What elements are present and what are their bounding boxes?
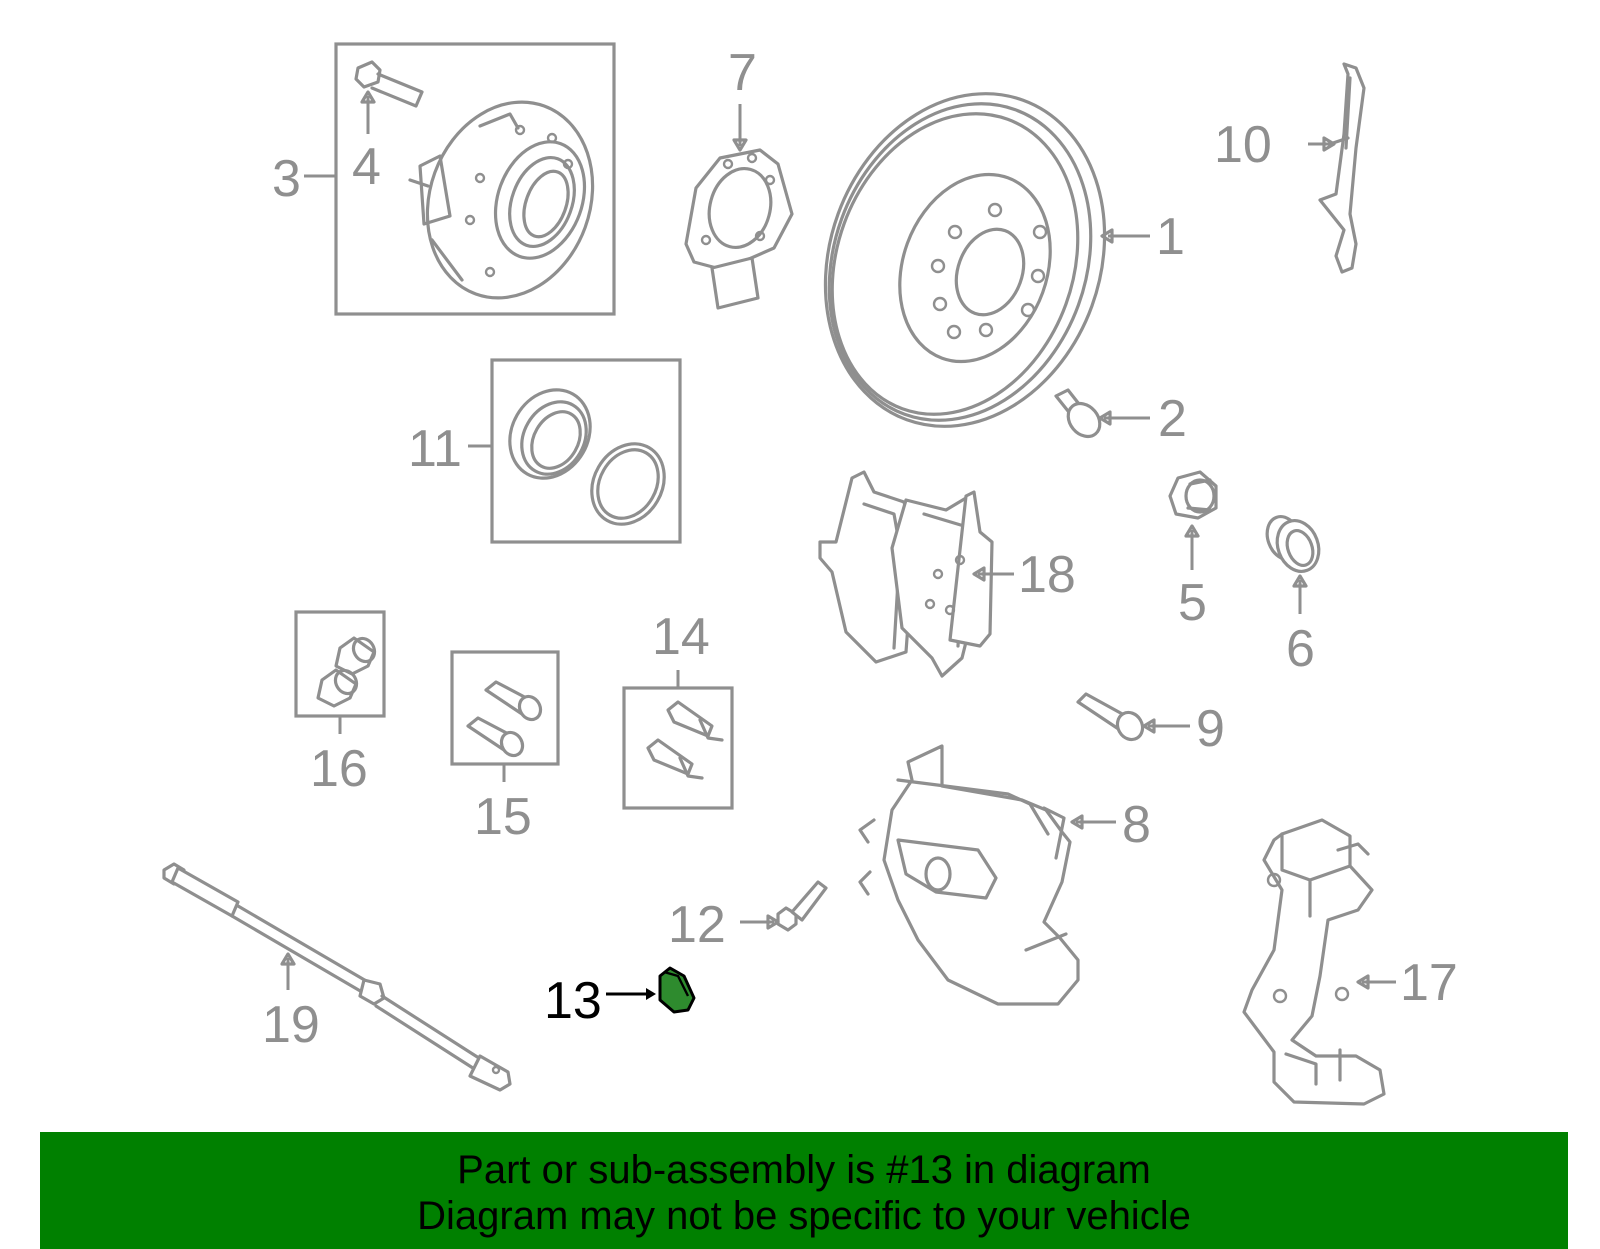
callout-3: 3 <box>272 150 301 208</box>
part-5-nut[interactable] <box>1168 470 1218 570</box>
callout-6: 6 <box>1286 620 1315 678</box>
part-1-brake-rotor[interactable] <box>780 54 1150 466</box>
callout-12: 12 <box>668 896 726 954</box>
callout-18: 18 <box>1018 546 1076 604</box>
callout-8: 8 <box>1122 796 1151 854</box>
part-19-wheel-speed-sensor[interactable] <box>162 862 512 1092</box>
callout-10: 10 <box>1214 116 1272 174</box>
banner-part-line: Part or sub-assembly is #13 in diagram <box>457 1148 1151 1192</box>
part-11-seal-kit[interactable] <box>468 358 682 544</box>
part-14-guide-pins[interactable] <box>622 670 734 810</box>
part-17-caliper-bracket[interactable] <box>1242 818 1396 1106</box>
callout-15: 15 <box>474 788 532 846</box>
callout-16: 16 <box>310 740 368 798</box>
callout-5: 5 <box>1178 574 1207 632</box>
part-9-caliper-bolt[interactable] <box>1076 692 1190 744</box>
callout-13: 13 <box>544 972 602 1030</box>
part-info-banner: Part or sub-assembly is #13 in diagram D… <box>40 1132 1568 1249</box>
callout-19: 19 <box>262 996 320 1054</box>
callout-9: 9 <box>1196 700 1225 758</box>
part-2-rotor-screw[interactable] <box>1054 388 1150 443</box>
callout-1: 1 <box>1156 208 1185 266</box>
callout-7: 7 <box>728 44 757 102</box>
callout-14: 14 <box>652 608 710 666</box>
part-6-cap[interactable] <box>1261 512 1325 614</box>
part-13-bleeder-cap[interactable] <box>606 966 696 1014</box>
part-12-bleeder-screw[interactable] <box>740 880 828 932</box>
part-8-caliper[interactable] <box>858 744 1116 1006</box>
part-7-dust-shield[interactable] <box>684 104 794 310</box>
part-3-hub-bearing[interactable] <box>304 42 619 321</box>
part-10-wear-sensor-clip[interactable] <box>1308 62 1366 274</box>
callout-11: 11 <box>408 420 462 478</box>
part-16-bushings[interactable] <box>294 610 386 734</box>
callout-17: 17 <box>1400 954 1458 1012</box>
banner-disclaimer-line: Diagram may not be specific to your vehi… <box>417 1194 1191 1238</box>
part-18-brake-pads[interactable] <box>818 470 1014 678</box>
callout-4: 4 <box>352 138 381 196</box>
part-15-guide-sleeves[interactable] <box>450 650 560 782</box>
callout-2: 2 <box>1158 390 1187 448</box>
